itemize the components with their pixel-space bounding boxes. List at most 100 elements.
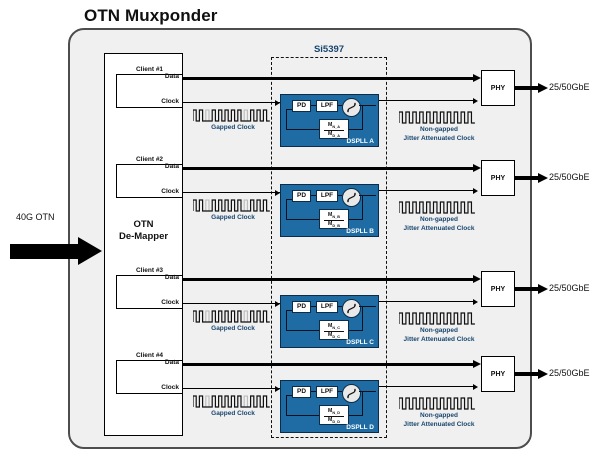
si5397-title: Si5397	[313, 44, 345, 55]
lpf-to-vco-wire-1	[338, 105, 342, 107]
feedback-to-pd-2	[286, 199, 292, 201]
si5397-boundary	[271, 57, 387, 438]
feedback-riser-1	[286, 109, 288, 129]
feedback-wire-top-3	[349, 329, 363, 331]
phase-detector-3: PD	[292, 301, 311, 313]
data-path-3	[183, 278, 477, 282]
divider-fraction-bar-4	[324, 415, 344, 417]
client-label-3: Client #3	[135, 267, 164, 274]
feedback-to-pd-1	[286, 109, 292, 111]
lpf-to-vco-wire-2	[338, 195, 342, 197]
recovered-clock-4-arrowhead	[473, 383, 478, 390]
gapped-clock-waveform-3	[193, 309, 273, 324]
vco-output-wire-4	[359, 391, 376, 393]
phase-detector-1: PD	[292, 100, 311, 112]
recovered-clock-2-arrowhead	[473, 187, 478, 194]
clock-path-1-arrowhead	[275, 99, 280, 106]
phase-detector-4: PD	[292, 386, 311, 398]
dspll-block-4: PD LPF MN_D MD_D DSPLL D	[280, 380, 379, 433]
client-block-2	[116, 164, 183, 198]
phy-output-shaft-1	[515, 85, 539, 91]
phy-output-shaft-4	[515, 371, 539, 377]
data-path-4	[183, 363, 477, 367]
divider-numerator-3: MN_C	[328, 323, 340, 331]
feedback-divider-3: MN_C MD_C	[319, 320, 349, 340]
phy-block-3: PHY	[481, 271, 515, 307]
output-label-3: 25/50GbE	[549, 283, 590, 293]
divider-fraction-bar-2	[324, 219, 344, 221]
data-path-1	[183, 77, 477, 81]
vco-icon-1	[342, 97, 361, 117]
feedback-divider-1: MN_A MD_A	[319, 119, 349, 139]
vco-icon-4	[342, 383, 361, 403]
client-block-4	[116, 360, 183, 394]
phy-block-4: PHY	[481, 356, 515, 392]
loop-filter-2: LPF	[316, 190, 338, 202]
divider-numerator-1: MN_A	[328, 122, 340, 130]
client-block-3	[116, 275, 183, 309]
feedback-tap-4	[362, 391, 364, 415]
feedback-wire-bottom-4	[286, 414, 319, 416]
phy-output-shaft-3	[515, 286, 539, 292]
divider-denominator-1: MD_A	[328, 131, 340, 139]
recovered-clock-1-arrowhead	[473, 97, 478, 104]
feedback-riser-4	[286, 395, 288, 415]
page-title: OTN Muxponder	[84, 6, 218, 25]
dspll-name-1: DSPLL A	[346, 137, 374, 145]
loop-filter-1: LPF	[316, 100, 338, 112]
feedback-riser-3	[286, 310, 288, 330]
feedback-to-pd-4	[286, 395, 292, 397]
pd-to-lpf-wire-4	[311, 391, 316, 393]
clock-path-3	[183, 303, 282, 305]
gapped-clock-waveform-1	[193, 108, 273, 123]
phy-output-arrowhead-3	[538, 283, 548, 294]
feedback-wire-bottom-3	[286, 329, 319, 331]
client-1-clock-port-label: Clock	[161, 98, 179, 105]
demapper-line-2: De-Mapper	[118, 231, 169, 242]
pd-to-lpf-wire-1	[311, 105, 316, 107]
phy-output-shaft-2	[515, 175, 539, 181]
phy-output-arrowhead-2	[538, 172, 548, 183]
data-path-2-arrowhead	[473, 164, 481, 172]
output-label-2: 25/50GbE	[549, 172, 590, 182]
dspll-block-1: PD LPF MN_A MD_A DSPLL A	[280, 94, 379, 147]
vco-output-wire-3	[359, 306, 376, 308]
client-3-data-port-label: Data	[164, 274, 179, 281]
nongapped-clock-waveform-3	[399, 311, 479, 326]
client-2-data-port-label: Data	[164, 163, 179, 170]
clock-path-2	[183, 192, 282, 194]
dspll-block-3: PD LPF MN_C MD_C DSPLL C	[280, 295, 379, 348]
gapped-clock-label-4: Gapped Clock	[211, 410, 255, 417]
phy-output-arrowhead-1	[538, 82, 548, 93]
feedback-tap-1	[362, 105, 364, 129]
demapper-line-1: OTN	[133, 219, 154, 230]
dspll-name-4: DSPLL D	[346, 423, 374, 431]
phy-output-arrowhead-4	[538, 368, 548, 379]
recovered-clock-path-1	[379, 100, 475, 102]
feedback-to-pd-3	[286, 310, 292, 312]
recovered-clock-path-2	[379, 190, 475, 192]
nongapped-clock-waveform-2	[399, 200, 479, 215]
vco-icon-3	[342, 298, 361, 318]
nongapped-clock-waveform-1	[399, 110, 479, 125]
pd-to-lpf-wire-2	[311, 195, 316, 197]
gapped-clock-label-3: Gapped Clock	[211, 325, 255, 332]
feedback-divider-2: MN_B MD_B	[319, 209, 349, 229]
client-4-clock-port-label: Clock	[161, 384, 179, 391]
divider-denominator-3: MD_C	[328, 332, 340, 340]
client-3-clock-port-label: Clock	[161, 299, 179, 306]
output-label-1: 25/50GbE	[549, 82, 590, 92]
gapped-clock-label-1: Gapped Clock	[211, 124, 255, 131]
data-path-4-arrowhead	[473, 360, 481, 368]
phy-block-1: PHY	[481, 70, 515, 106]
vco-output-wire-2	[359, 195, 376, 197]
divider-fraction-bar-3	[324, 330, 344, 332]
recovered-clock-path-3	[379, 301, 475, 303]
data-path-2	[183, 167, 477, 171]
phy-block-2: PHY	[481, 160, 515, 196]
input-arrow-head	[78, 237, 102, 265]
clock-path-2-arrowhead	[275, 189, 280, 196]
vco-output-wire-1	[359, 105, 376, 107]
